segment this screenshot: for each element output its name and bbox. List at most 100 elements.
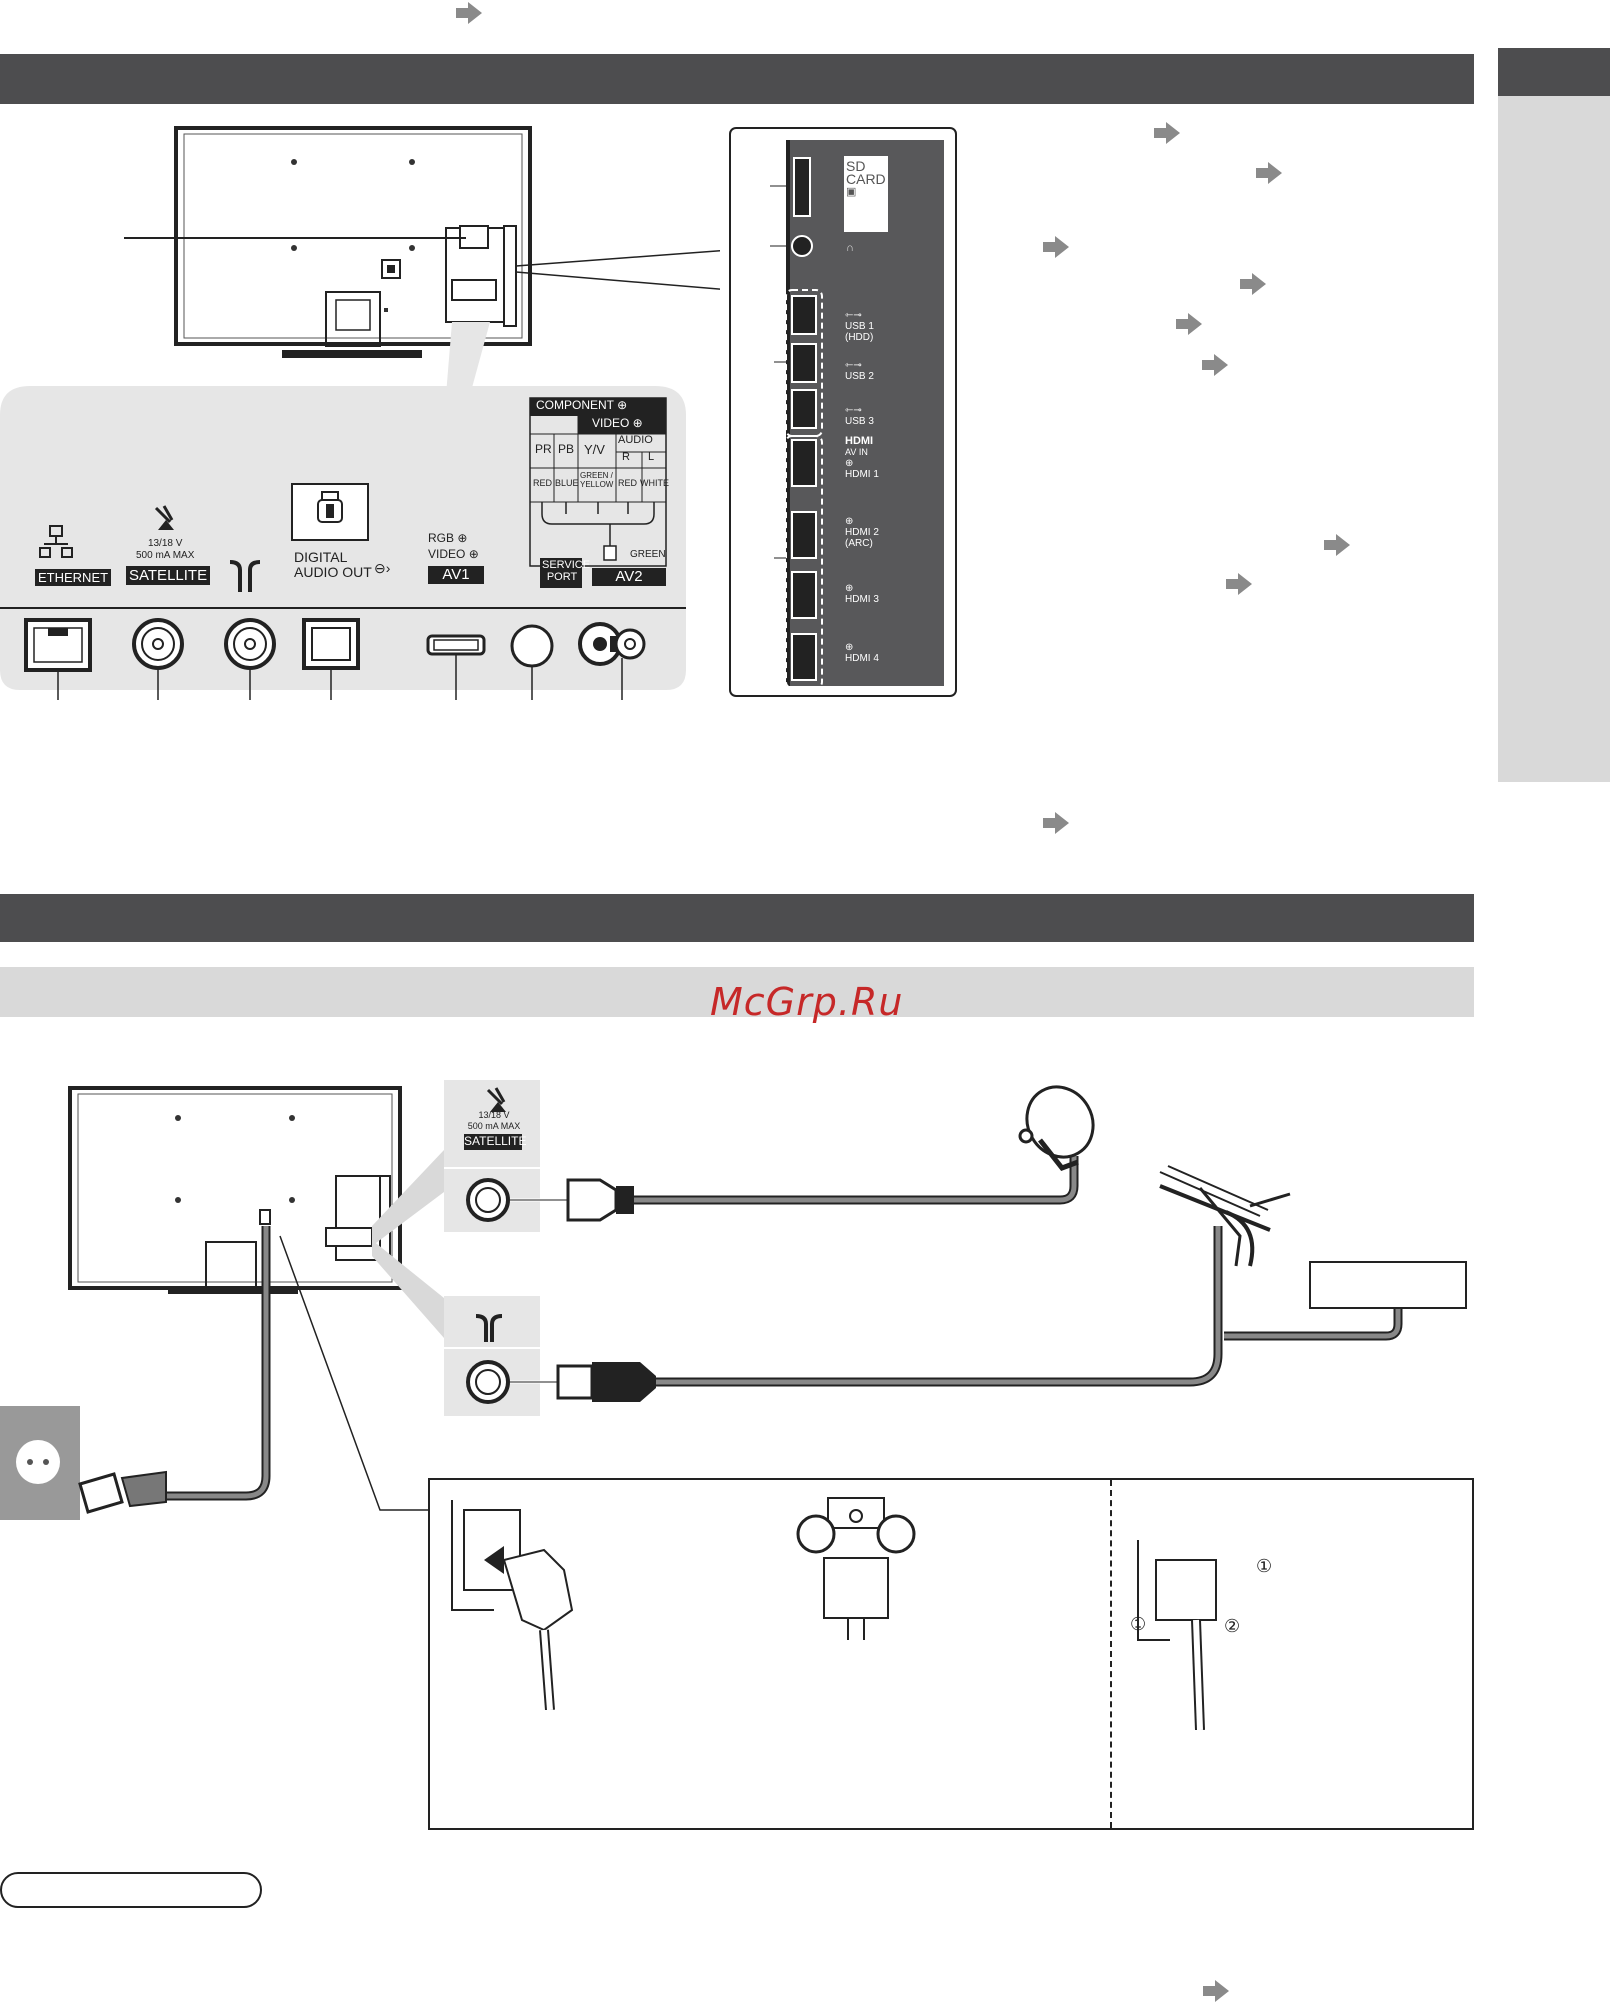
tv-rear-diagram: [124, 126, 720, 395]
red-label-1: RED: [533, 478, 553, 488]
power-cord-callout: ① ① ②: [428, 1478, 1474, 1830]
antenna-port: [224, 618, 276, 670]
power-plug-insert-illustration: [451, 1500, 574, 1710]
audio-label: AUDIO: [618, 434, 653, 446]
antenna-icon: [229, 560, 261, 592]
section-header-band: [0, 894, 1474, 942]
arrow-right-icon: [1324, 534, 1350, 561]
input-icon: ⊕: [457, 531, 468, 545]
usb2-label: ⇽⊸ USB 2: [845, 360, 874, 382]
satellite-spec-1: 13/18 V: [147, 538, 183, 549]
av2-port: [578, 622, 646, 666]
satellite-dish-icon: [154, 505, 174, 530]
satellite-spec-2: 500 mA MAX: [467, 1121, 521, 1131]
hdmi-logo: HDMI: [845, 435, 874, 447]
satellite-spec-2: 500 mA MAX: [136, 550, 195, 561]
hdmi3-label: ⊕ HDMI 3: [845, 583, 879, 605]
audio-r-label: R: [622, 451, 630, 463]
audio-l-label: L: [648, 451, 655, 463]
hdmi4-label: ⊕ HDMI 4: [845, 642, 879, 664]
subsection-header-band: [0, 967, 1474, 1017]
av2-label: AV2: [615, 568, 643, 585]
arrow-right-icon: [1176, 313, 1202, 340]
arrow-right-icon: [1203, 1980, 1229, 2007]
service-port: [510, 624, 554, 668]
step-one-label: ①: [1256, 1556, 1272, 1576]
video-label: VIDEO ⊕: [592, 416, 643, 430]
pb-label: PB: [558, 442, 575, 456]
arrow-right-icon: [1202, 354, 1228, 381]
satellite-port: [132, 618, 184, 670]
headphone-icon: ∩: [846, 242, 854, 254]
antenna-icon: [475, 1314, 503, 1342]
usb-icon: ⇽⊸: [845, 310, 862, 321]
arrow-right-icon: [1240, 273, 1266, 300]
usb-icon: ⇽⊸: [845, 360, 862, 371]
ethernet-label: ETHERNET: [35, 569, 112, 586]
side-terminal-panel: [729, 127, 957, 697]
av1-port: [426, 634, 486, 656]
av1-rgb: RGB: [428, 531, 455, 545]
ethernet-icon: [39, 525, 73, 558]
av1-rgb-label: RGB ⊕ VIDEO ⊕: [428, 530, 479, 562]
ethernet-port: [24, 618, 92, 672]
satellite-dish-icon: [1018, 1085, 1095, 1171]
pr-label: PR: [535, 442, 552, 456]
step-two-label: ②: [1224, 1616, 1240, 1636]
sd-card-1: SD: [846, 158, 866, 174]
arrow-right-icon: [1043, 236, 1069, 263]
sd-card-label: SD CARD ▣: [846, 158, 886, 199]
usb1-label: ⇽⊸ USB 1 (HDD): [845, 310, 874, 343]
antenna-icon: [1159, 1165, 1291, 1267]
arrow-right-icon: [1043, 812, 1069, 839]
component-label: COMPONENT ⊕: [536, 398, 628, 412]
sd-card-2: CARD: [846, 171, 886, 187]
sd-card-icon: ▣: [846, 186, 857, 198]
av1-label: AV1: [442, 566, 470, 583]
digital-audio-label: DIGITAL AUDIO OUT: [294, 550, 372, 580]
green-label: GREEN: [630, 549, 666, 560]
satellite-spec-label: 13/18 V 500 mA MAX: [136, 538, 194, 562]
satellite-dish-icon: [486, 1087, 506, 1112]
service-port-1: SERVICE: [542, 559, 591, 571]
usb-icon: ⇽⊸: [845, 405, 862, 416]
service-port-2: PORT: [546, 571, 578, 583]
blue-label: BLUE: [555, 478, 579, 488]
optical-port: [302, 618, 360, 670]
green-yellow-label: GREEN / YELLOW: [580, 471, 614, 489]
input-icon: ⊕: [845, 583, 854, 594]
power-plug-icon: [78, 1470, 167, 1514]
chapter-tab-light: [1498, 96, 1610, 782]
satellite-spec-label: 13/18 V 500 mA MAX: [466, 1110, 522, 1132]
hdmi1-label: HDMI AV IN ⊕ HDMI 1: [845, 435, 879, 481]
arrow-right-icon: [1154, 122, 1180, 149]
red-label-2: RED: [618, 478, 638, 488]
watermark: McGrp.Ru: [710, 980, 904, 1024]
input-icon: ⊕: [845, 642, 854, 653]
input-icon: ⊕: [468, 547, 479, 561]
input-icon: ⊕: [845, 516, 854, 527]
digital-audio-2: AUDIO OUT: [294, 564, 372, 580]
step-one-label: ①: [1130, 1614, 1146, 1634]
input-icon: ⊕: [845, 458, 854, 469]
callout-divider: [1110, 1480, 1112, 1828]
white-label: WHITE: [640, 478, 669, 488]
satellite-spec-1: 13/18 V: [478, 1110, 510, 1120]
arrow-right-icon: [1226, 573, 1252, 600]
antenna-connection-diagram: [68, 1080, 1467, 1511]
yv-label: Y/V: [584, 442, 605, 457]
av1-video: VIDEO: [428, 547, 466, 561]
output-icon: ⊖›: [374, 560, 391, 576]
power-plug-remove-illustration: ① ① ②: [1130, 1540, 1272, 1730]
section-header-band: [0, 54, 1474, 104]
chapter-tab-dark: [1498, 48, 1610, 96]
note-pill: [0, 1872, 262, 1908]
hdmi2-label: ⊕ HDMI 2 (ARC): [845, 516, 879, 549]
arrow-right-icon: [1256, 162, 1282, 189]
arrow-right-icon: [456, 2, 482, 29]
satellite-label: SATELLITE: [126, 566, 211, 585]
service-port-label: SERVICE PORT: [542, 559, 591, 583]
rear-terminal-panel: [0, 386, 686, 700]
power-plug-clamp-illustration: [796, 1497, 916, 1640]
digital-audio-1: DIGITAL: [294, 549, 348, 565]
